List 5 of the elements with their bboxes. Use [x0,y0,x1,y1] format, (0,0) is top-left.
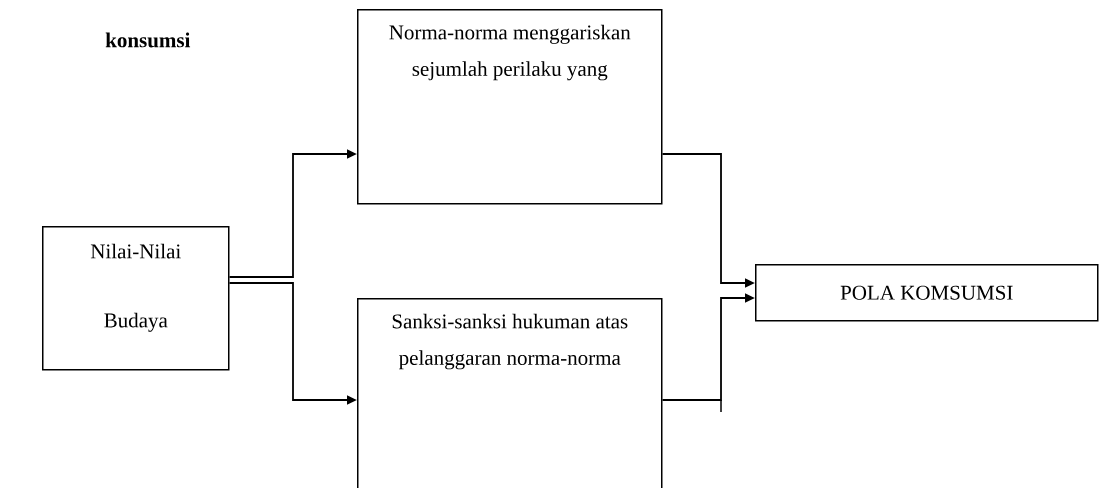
text-box: Nilai-Nilai Budaya [42,226,230,371]
text-box: Sanksi-sanksi hukuman atas pelanggaran norma-norma [357,298,663,488]
text-box: POLA KOMSUMSI [755,264,1099,322]
heading: konsumsi [105,32,191,48]
text-box: Norma-norma menggariskan sejumlah perilaku yang [357,9,663,205]
